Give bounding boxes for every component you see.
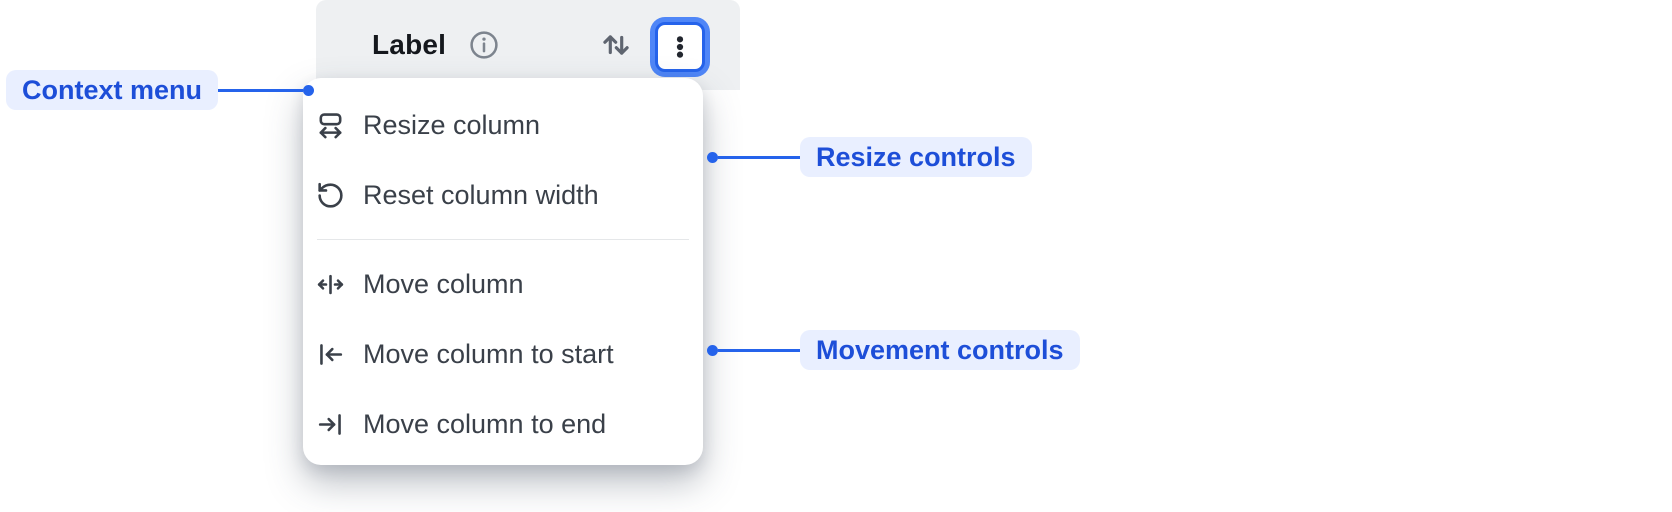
info-icon[interactable] xyxy=(468,29,500,61)
menu-item-move-column[interactable]: Move column xyxy=(303,249,703,319)
annotation-connector-line xyxy=(718,348,800,352)
menu-item-label: Reset column width xyxy=(363,179,599,210)
annotation-pill-resize-controls: Resize controls xyxy=(800,137,1032,177)
menu-item-move-column-end[interactable]: Move column to end xyxy=(303,389,703,459)
annotation-connector-dot xyxy=(303,84,315,96)
annotation-resize-controls: Resize controls xyxy=(707,137,1032,177)
menu-item-resize-column[interactable]: Resize column xyxy=(303,90,703,160)
menu-item-label: Move column xyxy=(363,268,524,299)
move-column-start-icon xyxy=(315,339,346,370)
annotation-pill-movement-controls: Movement controls xyxy=(800,330,1080,370)
annotation-context-menu: Context menu xyxy=(6,70,315,110)
column-menu-button[interactable] xyxy=(650,17,710,77)
move-column-icon xyxy=(315,269,346,300)
move-column-end-icon xyxy=(315,409,346,440)
annotation-connector-dot xyxy=(707,344,718,356)
annotation-movement-controls: Movement controls xyxy=(707,330,1080,370)
annotation-connector-dot xyxy=(707,151,718,163)
menu-item-label: Resize column xyxy=(363,109,541,140)
menu-item-move-column-start[interactable]: Move column to start xyxy=(303,319,703,389)
column-header-label: Label xyxy=(372,29,447,60)
menu-item-reset-column-width[interactable]: Reset column width xyxy=(303,160,703,230)
column-context-menu: Resize column Reset column width xyxy=(303,78,703,465)
menu-item-label: Move column to end xyxy=(363,408,607,439)
annotation-connector-line xyxy=(218,88,304,92)
menu-item-label: Move column to start xyxy=(363,338,614,369)
annotation-connector-line xyxy=(718,155,800,159)
resize-column-icon xyxy=(315,110,346,141)
sort-arrows-icon[interactable] xyxy=(598,27,634,63)
annotation-pill-context-menu: Context menu xyxy=(6,70,219,110)
kebab-menu-icon xyxy=(655,22,705,72)
table-column-header: Label xyxy=(316,0,740,90)
menu-divider xyxy=(317,239,689,240)
reset-column-width-icon xyxy=(315,180,346,211)
